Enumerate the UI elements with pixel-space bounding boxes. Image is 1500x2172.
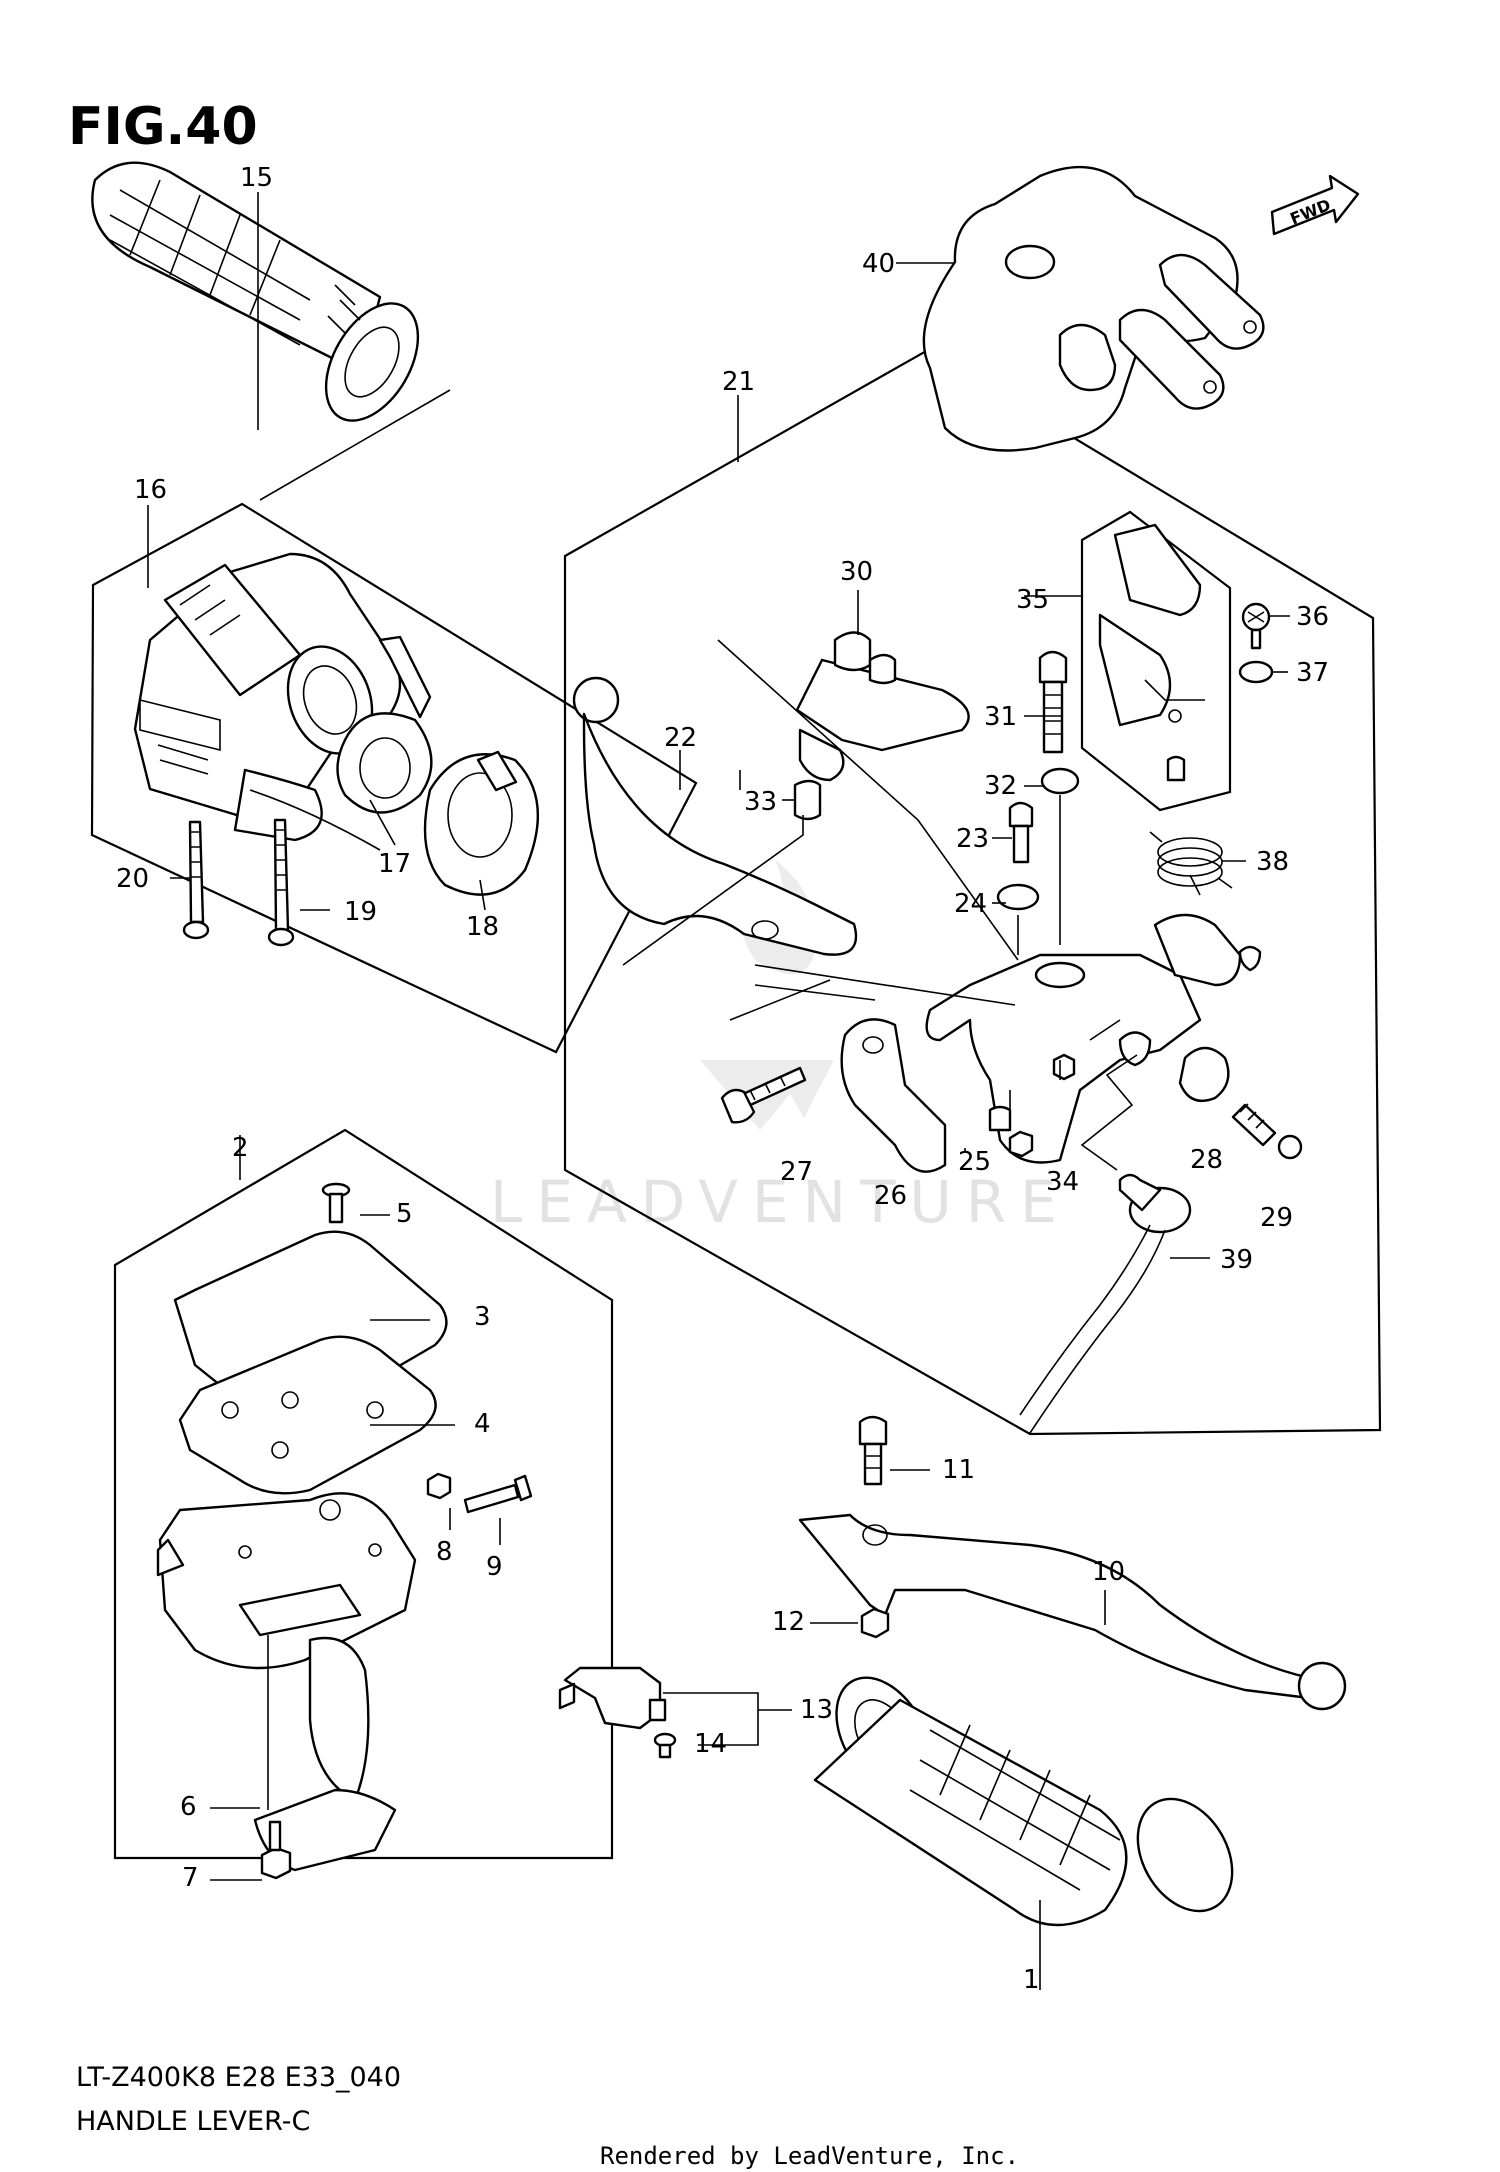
watermark-text: LEADVENTURE (490, 1168, 1071, 1236)
part-31-bolt (1038, 650, 1068, 754)
callout-18: 18 (466, 912, 499, 942)
callout-16: 16 (134, 475, 167, 505)
figure-title: FIG.40 (68, 97, 258, 157)
part-4-gasket (178, 1335, 437, 1495)
callout-34: 34 (1046, 1167, 1079, 1197)
part-13-switch (558, 1666, 667, 1730)
callout-6: 6 (180, 1792, 197, 1822)
model-code: LT-Z400K8 E28 E33_040 (76, 2062, 401, 2093)
assembly-name: HANDLE LEVER-C (76, 2106, 310, 2137)
forward-arrow-icon: FWD (1270, 174, 1360, 236)
part-19-screw (267, 818, 295, 947)
callout-4: 4 (474, 1409, 491, 1439)
part-26-bracket (840, 913, 1262, 1173)
callout-14: 14 (694, 1729, 727, 1759)
part-25-nut (1008, 1130, 1034, 1158)
callout-25: 25 (958, 1147, 991, 1177)
part-12-nut (860, 1607, 890, 1639)
part-23-bolt (1008, 801, 1034, 864)
callout-13: 13 (800, 1695, 833, 1725)
part-8-nut (426, 1472, 452, 1500)
part-14-screw (653, 1732, 677, 1759)
callout-28: 28 (1190, 1145, 1223, 1175)
callout-10: 10 (1092, 1557, 1125, 1587)
assembly-lines (622, 639, 1205, 1171)
callout-23: 23 (956, 824, 989, 854)
part-11-bolt (858, 1415, 888, 1486)
callout-35: 35 (1016, 585, 1049, 615)
callout-36: 36 (1296, 602, 1329, 632)
part-32-washer (1040, 767, 1080, 795)
part-29-adjuster (1231, 1103, 1303, 1160)
part-24-washer (996, 883, 1040, 911)
part-7-bolt (260, 1820, 292, 1880)
callout-19: 19 (344, 897, 377, 927)
part-9-screw (463, 1474, 533, 1514)
callout-30: 30 (840, 557, 873, 587)
callout-31: 31 (984, 702, 1017, 732)
part-17-housing (336, 635, 433, 814)
callout-33: 33 (744, 787, 777, 817)
callout-21: 21 (722, 367, 755, 397)
part-10-brake-lever (798, 1513, 1347, 1711)
leader-lines (210, 262, 1290, 1881)
part-30-switch (795, 631, 970, 782)
part-28-clip (1178, 1046, 1230, 1103)
part-35-parking-plate (1080, 510, 1232, 812)
part-15-grip (91, 161, 420, 422)
callouts: 1 2 3 4 5 6 7 8 9 10 11 12 13 14 15 16 1… (116, 163, 1329, 1995)
callout-29: 29 (1260, 1203, 1293, 1233)
callout-38: 38 (1256, 847, 1289, 877)
throttle-box-2 (113, 1128, 614, 1860)
callout-26: 26 (874, 1181, 907, 1211)
callout-11: 11 (942, 1455, 975, 1485)
footer-credit: Rendered by LeadVenture, Inc. (600, 2142, 1019, 2170)
part-20-screw (182, 820, 210, 940)
part-37-washer (1238, 660, 1274, 684)
part-27-bolt (720, 1066, 807, 1124)
part-40-boot (922, 165, 1265, 452)
callout-7: 7 (182, 1863, 199, 1893)
callout-15: 15 (240, 163, 273, 193)
callout-1: 1 (1023, 1965, 1040, 1995)
callout-27: 27 (780, 1157, 813, 1187)
part-5-screw (321, 1182, 351, 1224)
callout-20: 20 (116, 864, 149, 894)
callout-2: 2 (232, 1133, 249, 1163)
callout-22: 22 (664, 723, 697, 753)
part-34-nut (1052, 1053, 1076, 1081)
part-36-screw (1241, 602, 1271, 650)
callout-12: 12 (772, 1607, 805, 1637)
callout-24: 24 (954, 889, 987, 919)
callout-17: 17 (378, 849, 411, 879)
callout-5: 5 (396, 1199, 413, 1229)
callout-9: 9 (486, 1552, 503, 1582)
part-22-lever (572, 676, 858, 956)
part-18-clamp (423, 750, 540, 896)
leader-15-box (259, 389, 451, 501)
callout-32: 32 (984, 771, 1017, 801)
callout-40: 40 (862, 249, 895, 279)
callout-39: 39 (1220, 1245, 1253, 1275)
switch-box-16 (90, 502, 698, 1054)
callout-37: 37 (1296, 658, 1329, 688)
callout-3: 3 (474, 1302, 491, 1332)
callout-8: 8 (436, 1537, 453, 1567)
part-1-grip (813, 1676, 1234, 1927)
part-2-throttle-housing (156, 1492, 417, 1872)
part-39-switch-cable (1019, 1173, 1192, 1434)
part-33-bushing (793, 779, 822, 821)
part-38-spring (1149, 831, 1233, 889)
